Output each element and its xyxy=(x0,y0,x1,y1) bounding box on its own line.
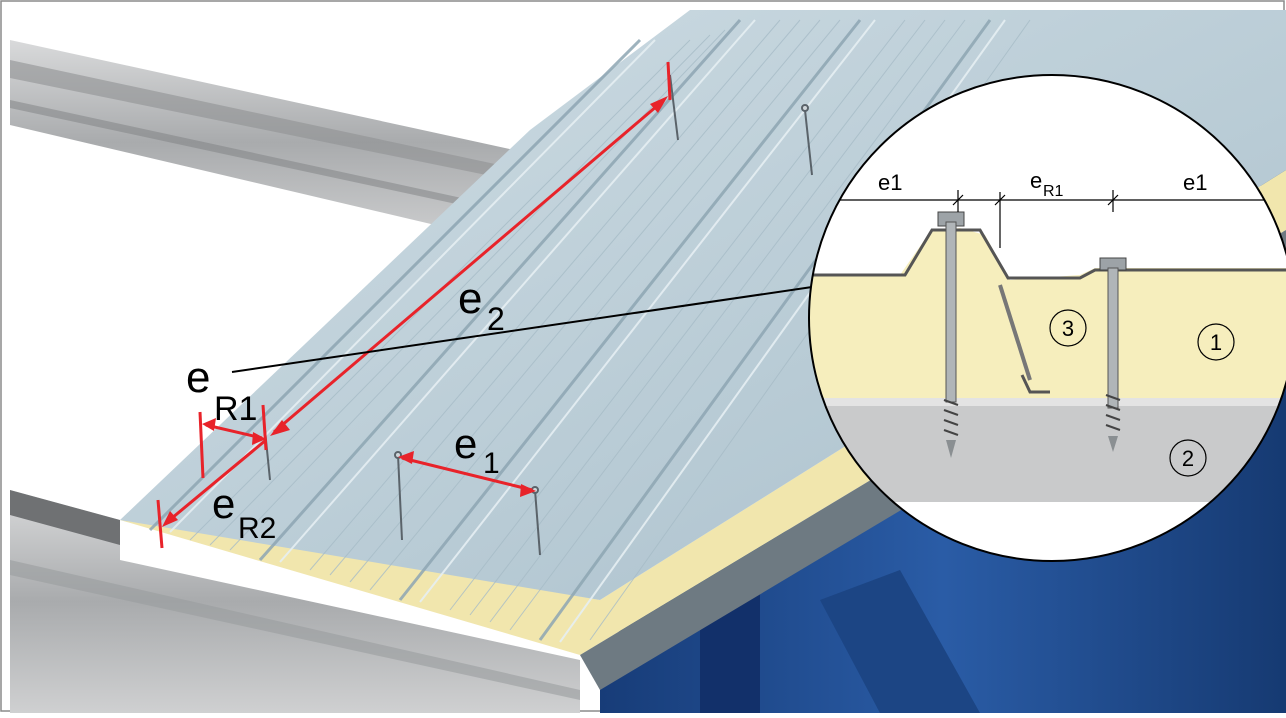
svg-text:e: e xyxy=(186,353,210,402)
panel-fasteners xyxy=(264,74,813,556)
e1-arrowhead-left xyxy=(398,451,414,464)
svg-text:e: e xyxy=(212,480,235,527)
label-eR2: e R2 xyxy=(212,480,276,545)
e2-dimension-line xyxy=(273,98,665,434)
svg-text:3: 3 xyxy=(1062,316,1074,341)
svg-text:R2: R2 xyxy=(238,512,276,545)
callout-3: 3 xyxy=(1049,309,1087,347)
label-e2: e 2 xyxy=(458,274,505,337)
detail-dim-mid: e R1 xyxy=(1030,168,1064,200)
e2-arrowhead-bottom xyxy=(270,420,290,436)
detail-screw-right xyxy=(1099,257,1127,452)
eR1-dimension-line xyxy=(205,423,263,440)
detail-leader-line xyxy=(231,286,813,373)
e2-arrowhead-top xyxy=(650,96,668,113)
detail-dim-right: e1 xyxy=(1183,170,1207,195)
svg-text:R1: R1 xyxy=(214,390,257,428)
detail-screw-left xyxy=(937,211,965,458)
svg-text:R1: R1 xyxy=(1043,183,1064,200)
callout-1: 1 xyxy=(1197,323,1235,361)
svg-text:e: e xyxy=(1030,168,1042,193)
detail-section-view: e1 e R1 e1 3 1 2 xyxy=(808,74,1286,562)
detail-dim-left: e1 xyxy=(878,170,902,195)
label-eR1: e R1 xyxy=(186,353,257,428)
purlin-rail-top xyxy=(10,40,560,245)
callout-2: 2 xyxy=(1169,439,1207,477)
label-e1: e 1 xyxy=(454,420,500,480)
purlin-rail-bottom xyxy=(10,490,580,713)
svg-text:2: 2 xyxy=(487,301,505,337)
svg-text:1: 1 xyxy=(483,447,500,480)
svg-text:2: 2 xyxy=(1182,446,1194,471)
substructure-layer xyxy=(809,402,1286,502)
svg-text:e: e xyxy=(454,420,477,467)
dimension-arrows xyxy=(156,61,672,549)
svg-text:1: 1 xyxy=(1210,330,1222,355)
e1-arrowhead-right xyxy=(520,484,536,497)
eR2-dimension-line xyxy=(165,438,267,525)
svg-text:e: e xyxy=(458,274,482,323)
e1-dimension-line xyxy=(401,456,533,492)
